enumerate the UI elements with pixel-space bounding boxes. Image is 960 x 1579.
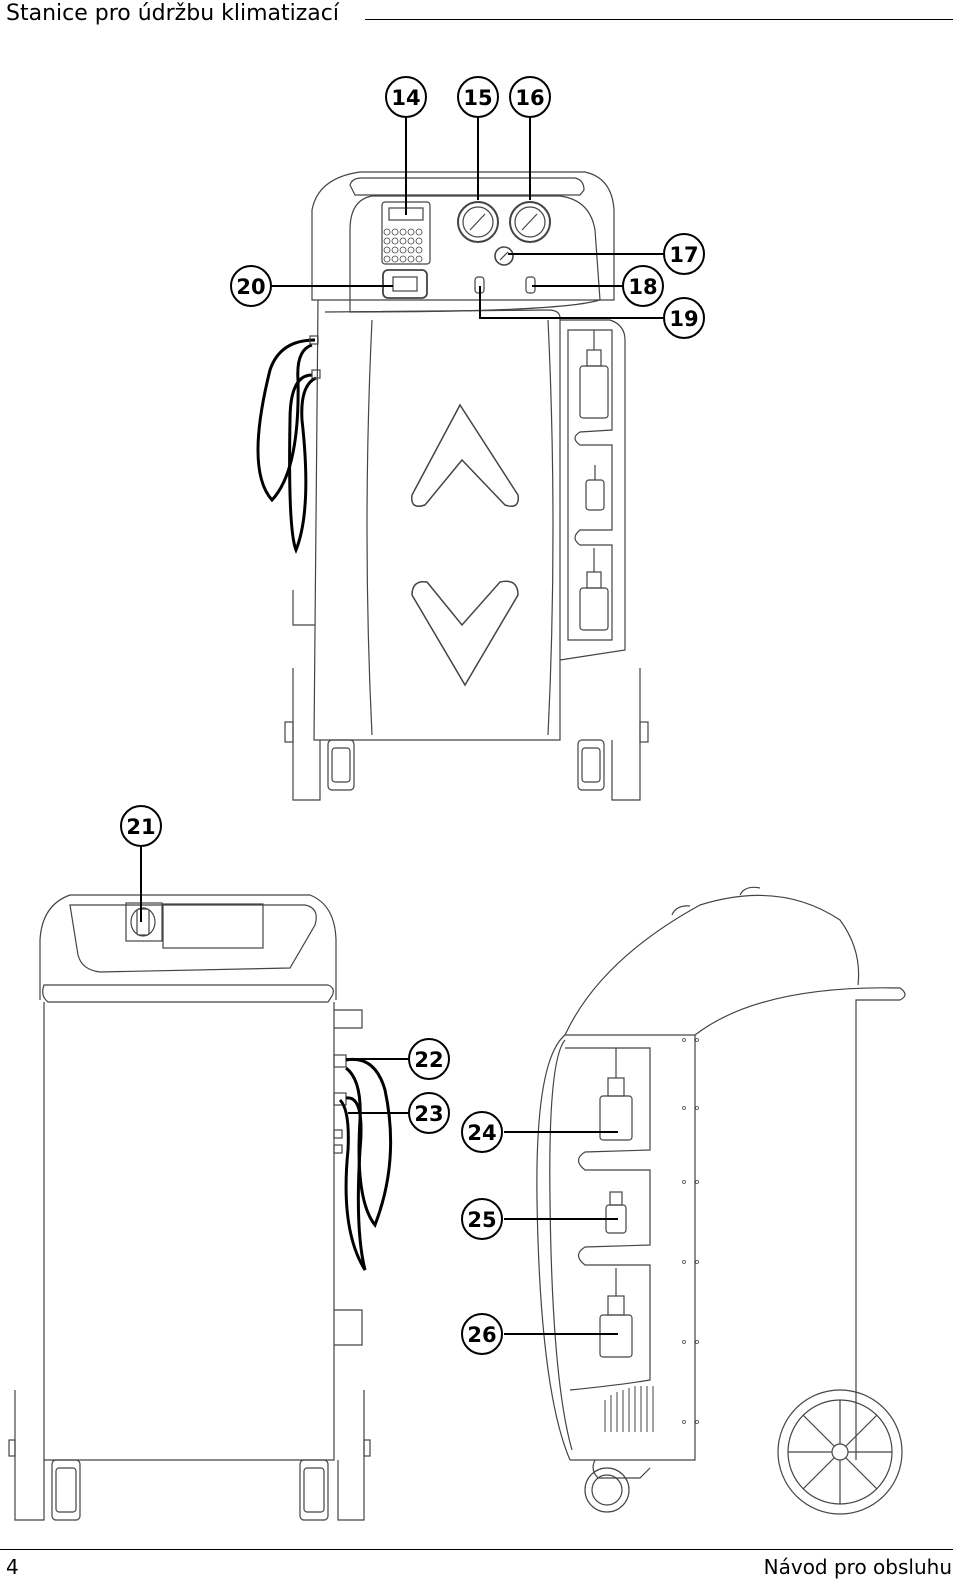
header-rule xyxy=(365,19,953,20)
callout-circle-21 xyxy=(120,805,162,847)
callout-22: 22 xyxy=(414,1048,443,1072)
callout-circle-22 xyxy=(408,1038,450,1080)
callout-18: 18 xyxy=(628,275,657,299)
keypad-keys xyxy=(383,228,423,263)
callout-14: 14 xyxy=(391,86,420,110)
front-oil-bottles xyxy=(567,329,613,641)
callout-16: 16 xyxy=(515,86,544,110)
callout-circle-18 xyxy=(622,265,664,307)
gauge-small xyxy=(494,246,514,266)
callout-24: 24 xyxy=(467,1121,496,1145)
up-arrow-panel xyxy=(411,403,519,507)
callout-circles xyxy=(120,76,705,1355)
callout-circle-17 xyxy=(663,233,705,275)
callout-15: 15 xyxy=(463,86,492,110)
front-view-station xyxy=(256,171,649,801)
callout-circle-20 xyxy=(230,265,272,307)
callout-numbers: 14 15 16 17 18 19 20 21 22 23 24 25 26 xyxy=(126,86,698,1347)
callout-26: 26 xyxy=(467,1323,496,1347)
callout-20: 20 xyxy=(236,275,265,299)
callout-circle-25 xyxy=(461,1198,503,1240)
callout-21: 21 xyxy=(126,815,155,839)
callout-circle-19 xyxy=(663,297,705,339)
main-switch-housing xyxy=(125,902,163,942)
rear-view-station xyxy=(8,894,393,1521)
page-header-title: Stanice pro údržbu klimatizací xyxy=(6,1,339,26)
page-number: 4 xyxy=(6,1555,19,1579)
side-view-station xyxy=(536,886,906,1515)
callout-23: 23 xyxy=(414,1102,443,1126)
main-switch xyxy=(130,907,156,937)
callout-circle-23 xyxy=(408,1092,450,1134)
callout-19: 19 xyxy=(669,307,698,331)
callout-25: 25 xyxy=(467,1208,496,1232)
callout-17: 17 xyxy=(669,243,698,267)
callout-circle-15 xyxy=(457,76,499,118)
large-wheel xyxy=(777,1389,903,1515)
callout-circle-26 xyxy=(461,1313,503,1355)
document-name: Návod pro obsluhu xyxy=(763,1555,952,1579)
callout-circle-14 xyxy=(385,76,427,118)
printer xyxy=(382,269,428,299)
gauge-low-pressure xyxy=(457,201,499,243)
gauge-high-pressure xyxy=(509,201,551,243)
leader-lines xyxy=(140,117,663,1335)
down-arrow-panel xyxy=(411,580,519,687)
callout-circle-24 xyxy=(461,1111,503,1153)
footer-rule xyxy=(0,1549,953,1550)
callout-circle-16 xyxy=(509,76,551,118)
